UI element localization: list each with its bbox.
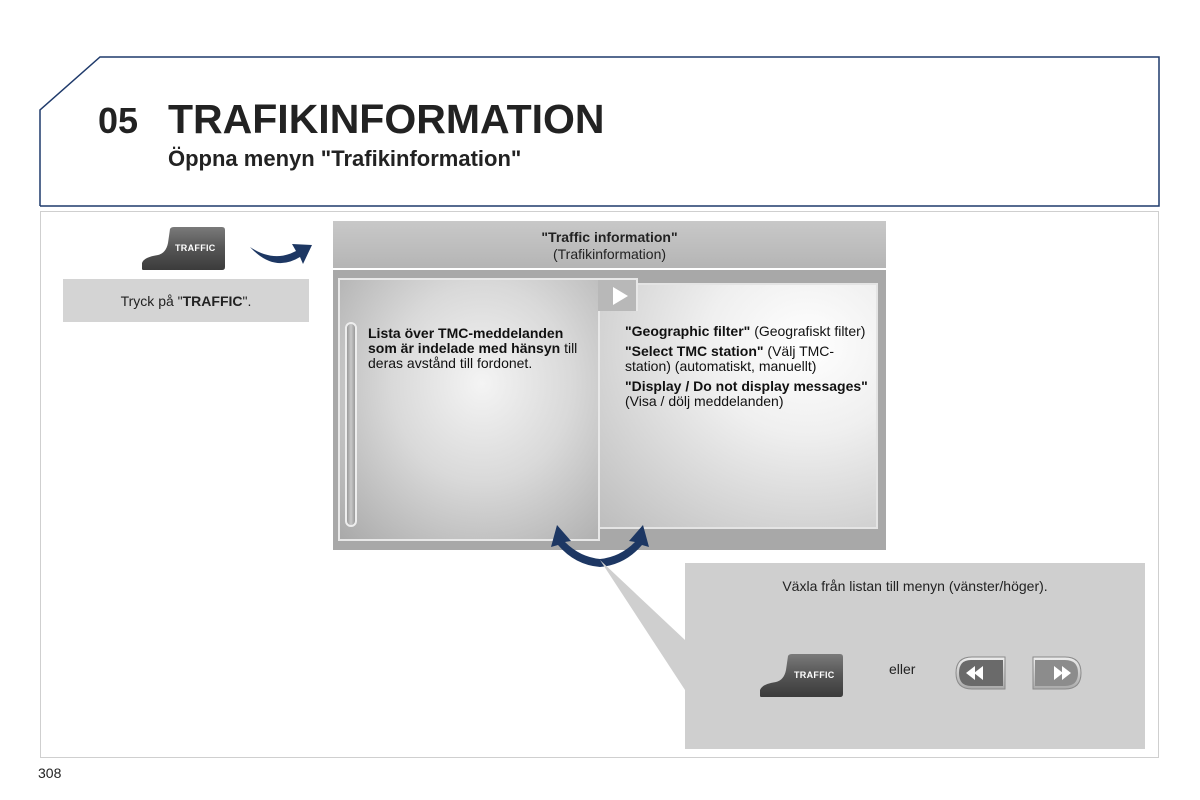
list-panel[interactable]	[338, 278, 600, 541]
menu-options: "Geographic filter" (Geografiskt filter)…	[625, 324, 870, 414]
list-scrollbar[interactable]	[345, 322, 357, 527]
seek-back-button[interactable]	[955, 656, 1007, 690]
traffic-button-label: TRAFFIC	[175, 243, 216, 253]
screen-title-bar: "Traffic information" (Trafikinformation…	[333, 221, 886, 268]
traffic-button-small[interactable]: TRAFFIC	[758, 654, 843, 697]
screen-title-translation: (Trafikinformation)	[552, 246, 667, 262]
menu-panel[interactable]	[598, 283, 878, 529]
instruction-press-traffic: Tryck på "TRAFFIC".	[63, 279, 309, 322]
left-right-toggle-icon	[551, 525, 649, 567]
note-toggle-text: Växla från listan till menyn (vänster/hö…	[782, 578, 1048, 594]
menu-option-geographic-filter[interactable]: "Geographic filter" (Geografiskt filter)	[625, 323, 866, 339]
content-frame	[40, 211, 1159, 758]
traffic-button-small-label: TRAFFIC	[794, 670, 835, 680]
traffic-button[interactable]: TRAFFIC	[140, 227, 225, 270]
seek-forward-button[interactable]	[1032, 656, 1082, 690]
chapter-title: TRAFIKINFORMATION	[168, 96, 605, 142]
menu-option-display-messages[interactable]: "Display / Do not display messages" (Vis…	[625, 378, 868, 409]
or-text: eller	[889, 661, 916, 677]
chapter-number: 05	[98, 100, 139, 141]
list-description: Lista över TMC-meddelanden som är indela…	[368, 325, 578, 371]
menu-option-select-tmc-station[interactable]: "Select TMC station" (Välj TMC-station) …	[625, 343, 835, 374]
header-frame	[39, 56, 1160, 207]
screen-title: "Traffic information"	[541, 229, 678, 245]
page-number: 308	[38, 765, 62, 781]
note-box	[685, 563, 1145, 749]
play-icon	[613, 287, 628, 305]
curved-arrow-icon	[250, 244, 312, 264]
section-subtitle: Öppna menyn "Trafikinformation"	[168, 146, 522, 171]
